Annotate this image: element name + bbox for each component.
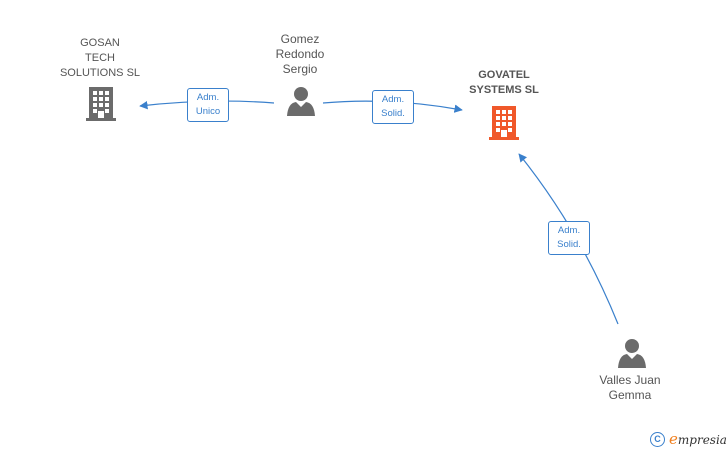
empresia-logo: empresia <box>669 430 727 448</box>
edge-label-adm-solid: Adm. Solid. <box>548 221 590 255</box>
person-icon[interactable] <box>617 338 647 368</box>
node-label-gomez[interactable]: Gomez Redondo Sergio <box>275 32 325 76</box>
edge-label-adm-solid: Adm. Solid. <box>372 90 414 124</box>
edge-label-adm-unico: Adm. Unico <box>187 88 229 122</box>
person-icon[interactable] <box>286 86 316 116</box>
node-label-gosan[interactable]: GOSAN TECH SOLUTIONS SL <box>59 37 141 79</box>
building-icon[interactable] <box>85 85 117 121</box>
building-icon[interactable] <box>488 104 520 140</box>
node-label-govatel[interactable]: GOVATEL SYSTEMS SL <box>469 69 539 96</box>
copyright-icon: C <box>650 431 665 447</box>
empresia-brand: C empresia <box>650 430 727 448</box>
node-label-valles[interactable]: Valles Juan Gemma <box>599 373 661 402</box>
